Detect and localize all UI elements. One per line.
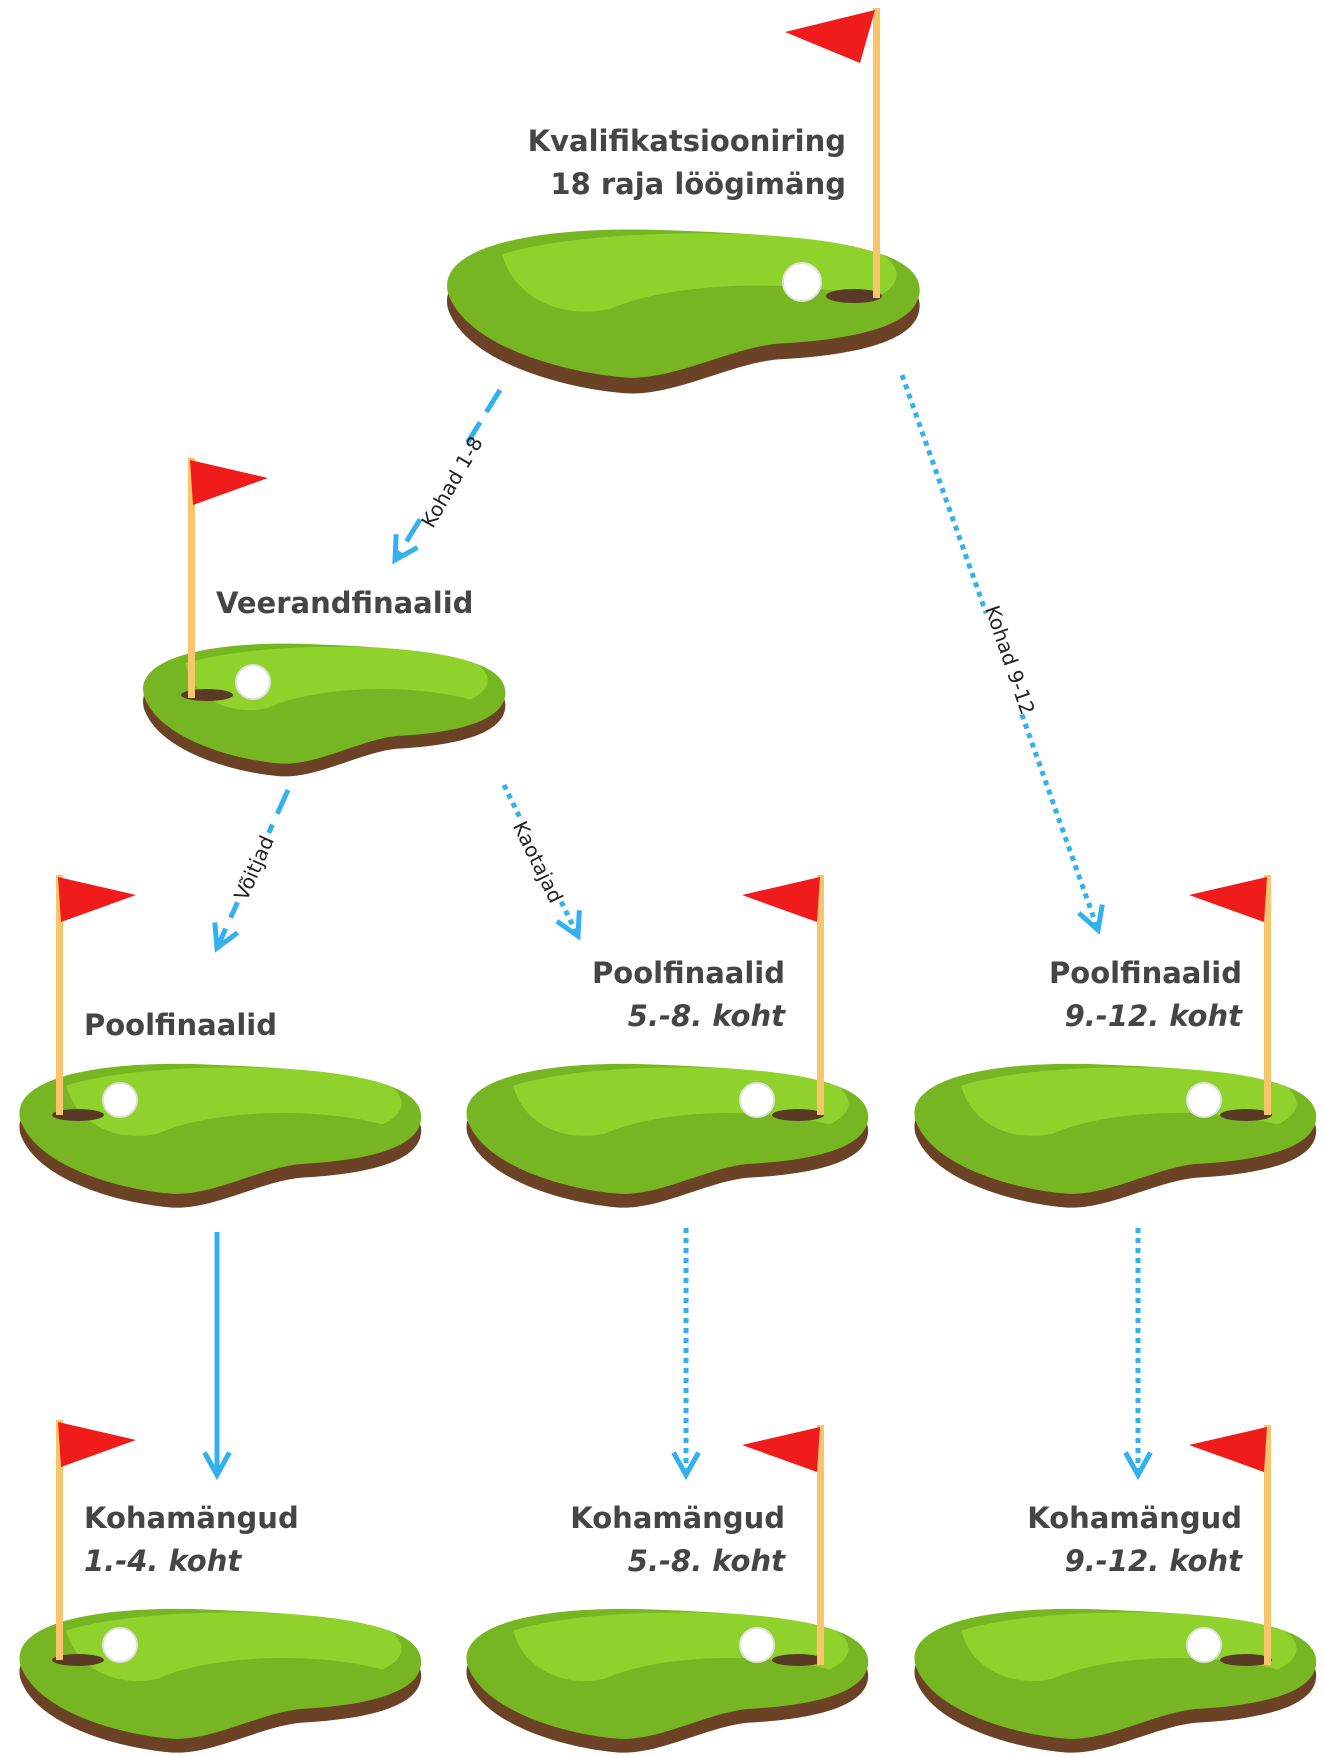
hole-icon: [772, 1109, 824, 1121]
red-flag-icon: [56, 875, 136, 1115]
golf-ball-icon: [739, 1627, 775, 1663]
placement-1-4-subtitle: 1.-4. koht: [84, 1544, 242, 1578]
placement-5-8-title: Kohamängud: [570, 1501, 785, 1535]
semifinal-9-12-subtitle: 9.-12. koht: [1064, 999, 1242, 1033]
arrow-label-winners: Võitjad: [229, 832, 279, 904]
placement-5-8-green: [466, 1608, 869, 1753]
red-flag-icon: [742, 875, 824, 1115]
hole-icon: [52, 1109, 104, 1121]
golf-ball-icon: [235, 664, 271, 700]
red-flag-icon: [785, 8, 880, 298]
qualifying-subtitle: 18 raja löögimäng: [550, 167, 846, 201]
quarterfinal-title: Veerandfinaalid: [216, 586, 474, 620]
semifinal-5-8-green: [466, 1063, 869, 1208]
placement-9-12-green: [914, 1608, 1317, 1753]
semifinal-5-8-title: Poolfinaalid: [592, 956, 785, 990]
semifinal-9-12-green: [914, 1063, 1317, 1208]
hole-icon: [826, 289, 882, 303]
golf-ball-icon: [782, 262, 822, 302]
placement-9-12-subtitle: 9.-12. koht: [1064, 1544, 1242, 1578]
semifinal-9-12-title: Poolfinaalid: [1049, 956, 1242, 990]
golf-ball-icon: [102, 1627, 138, 1663]
golf-ball-icon: [1186, 1082, 1222, 1118]
golf-ball-icon: [102, 1082, 138, 1118]
placement-1-4-title: Kohamängud: [84, 1501, 299, 1535]
qualifying-title: Kvalifikatsiooniring: [527, 124, 846, 158]
red-flag-icon: [188, 458, 268, 698]
quarterfinal-green: [143, 643, 506, 777]
hole-icon: [1220, 1654, 1272, 1666]
semifinal-winners-title: Poolfinaalid: [84, 1008, 277, 1042]
placement-9-12-title: Kohamängud: [1027, 1501, 1242, 1535]
placement-5-8-subtitle: 5.-8. koht: [627, 1544, 785, 1578]
semifinal-5-8-subtitle: 5.-8. koht: [627, 999, 785, 1033]
golf-ball-icon: [739, 1082, 775, 1118]
red-flag-icon: [56, 1420, 136, 1660]
placement-1-4-green: [19, 1608, 422, 1753]
hole-icon: [772, 1654, 824, 1666]
hole-icon: [52, 1654, 104, 1666]
golf-ball-icon: [1186, 1627, 1222, 1663]
red-flag-icon: [1189, 875, 1271, 1115]
qualifying-green: [447, 229, 920, 394]
red-flag-icon: [742, 1425, 824, 1665]
arrow-label-places-1-8: Kohad 1-8: [416, 432, 487, 531]
red-flag-icon: [1189, 1425, 1271, 1665]
hole-icon: [1220, 1109, 1272, 1121]
semifinal-winners-green: [19, 1063, 422, 1208]
